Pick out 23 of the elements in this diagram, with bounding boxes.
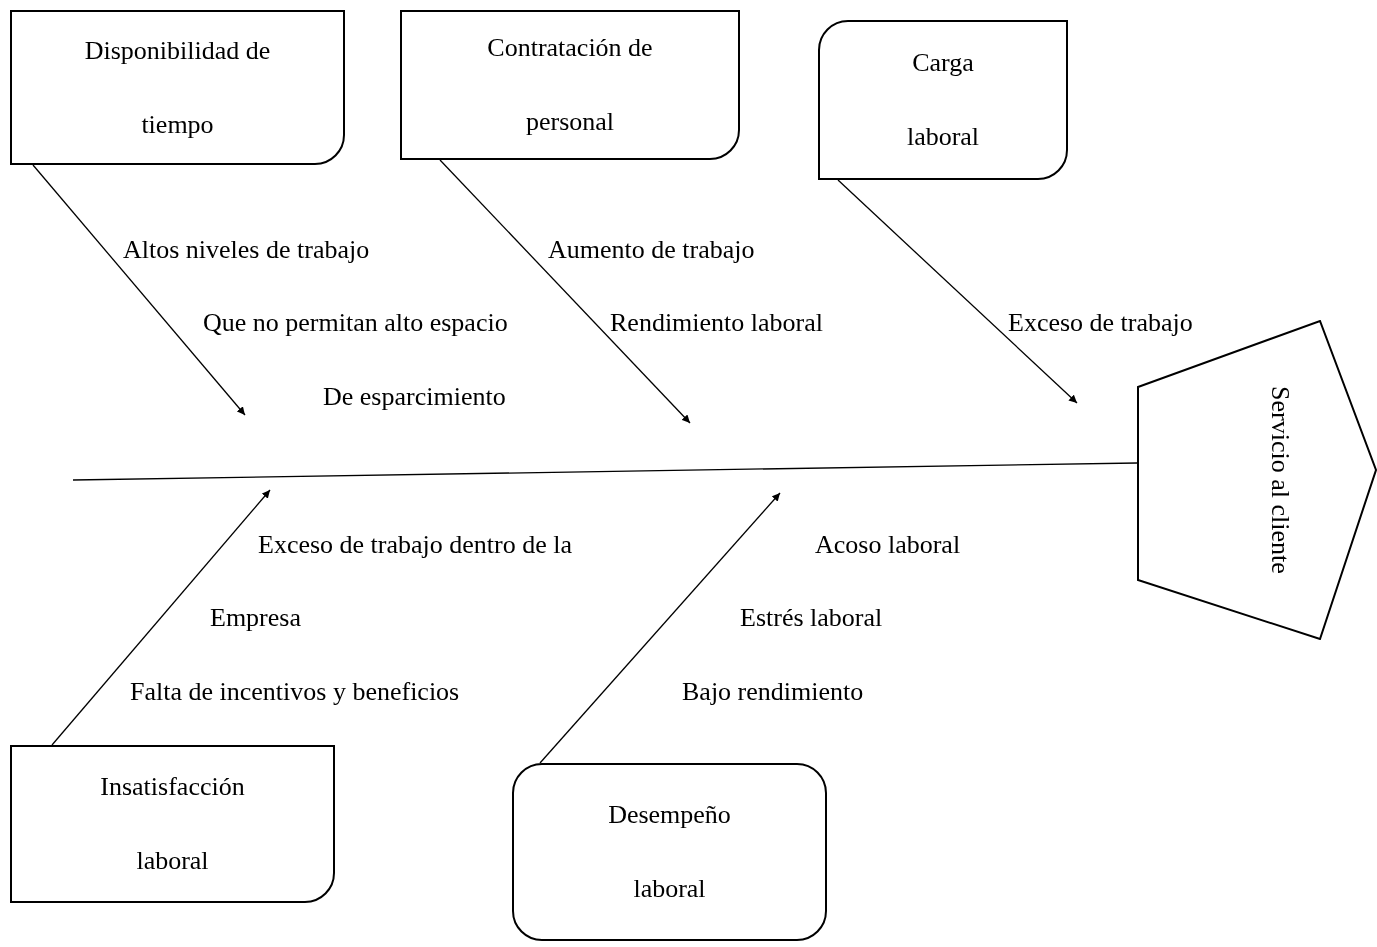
arrow <box>32 164 246 416</box>
cause-box: Insatisfacción laboral <box>10 745 335 903</box>
cause-box: Disponibilidad de tiempo <box>10 10 345 165</box>
arrow <box>837 179 1078 404</box>
cause-box: Carga laboral <box>818 20 1068 180</box>
cause-box: Contratación de personal <box>400 10 740 160</box>
cause-label: Exceso de trabajo <box>1008 308 1193 338</box>
cause-label: Bajo rendimiento <box>682 677 864 707</box>
cause-label: Aumento de trabajo <box>548 235 755 265</box>
cause-label: De esparcimiento <box>323 382 506 412</box>
arrow <box>539 492 781 764</box>
cause-box: Desempeño laboral <box>512 763 827 941</box>
cause-label: Exceso de trabajo dentro de la <box>258 530 573 560</box>
cause-label: Empresa <box>210 603 301 633</box>
cause-label: Falta de incentivos y beneficios <box>130 677 460 707</box>
arrow <box>439 159 691 424</box>
cause-label: Estrés laboral <box>740 603 883 633</box>
spine-line <box>72 462 1138 481</box>
cause-label: Altos niveles de trabajo <box>123 235 370 265</box>
arrow <box>51 489 271 746</box>
cause-label: Acoso laboral <box>815 530 961 560</box>
cause-label: Rendimiento laboral <box>610 308 823 338</box>
cause-label: Que no permitan alto espacio <box>203 308 508 338</box>
